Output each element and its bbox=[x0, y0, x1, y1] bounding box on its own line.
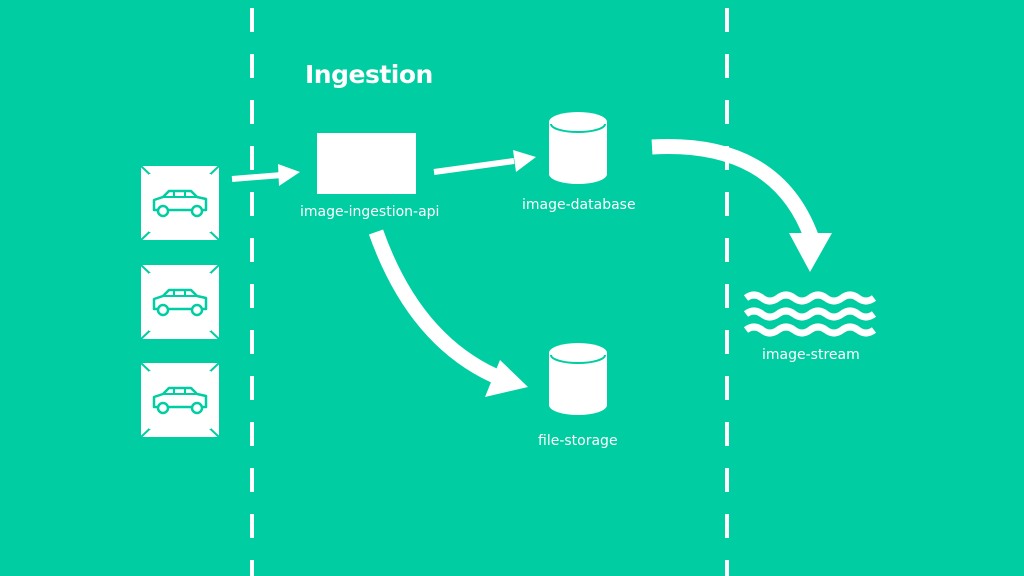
api-box-icon bbox=[317, 133, 416, 194]
arrow-camera-to-api bbox=[231, 164, 300, 186]
arrow-api-to-database bbox=[433, 150, 536, 175]
stream-label: image-stream bbox=[762, 347, 860, 363]
camera-car-icon bbox=[139, 361, 221, 439]
camera-car-icon bbox=[139, 164, 221, 242]
arrow-database-to-stream bbox=[651, 139, 832, 272]
arrow-api-to-storage bbox=[368, 229, 528, 397]
database-icon bbox=[548, 111, 608, 185]
storage-database-icon bbox=[548, 342, 608, 416]
api-label: image-ingestion-api bbox=[300, 204, 440, 220]
storage-label: file-storage bbox=[538, 433, 618, 449]
diagram-title: Ingestion bbox=[305, 60, 433, 89]
database-label: image-database bbox=[522, 197, 636, 213]
waves-icon bbox=[743, 291, 877, 337]
camera-car-icon bbox=[139, 263, 221, 341]
